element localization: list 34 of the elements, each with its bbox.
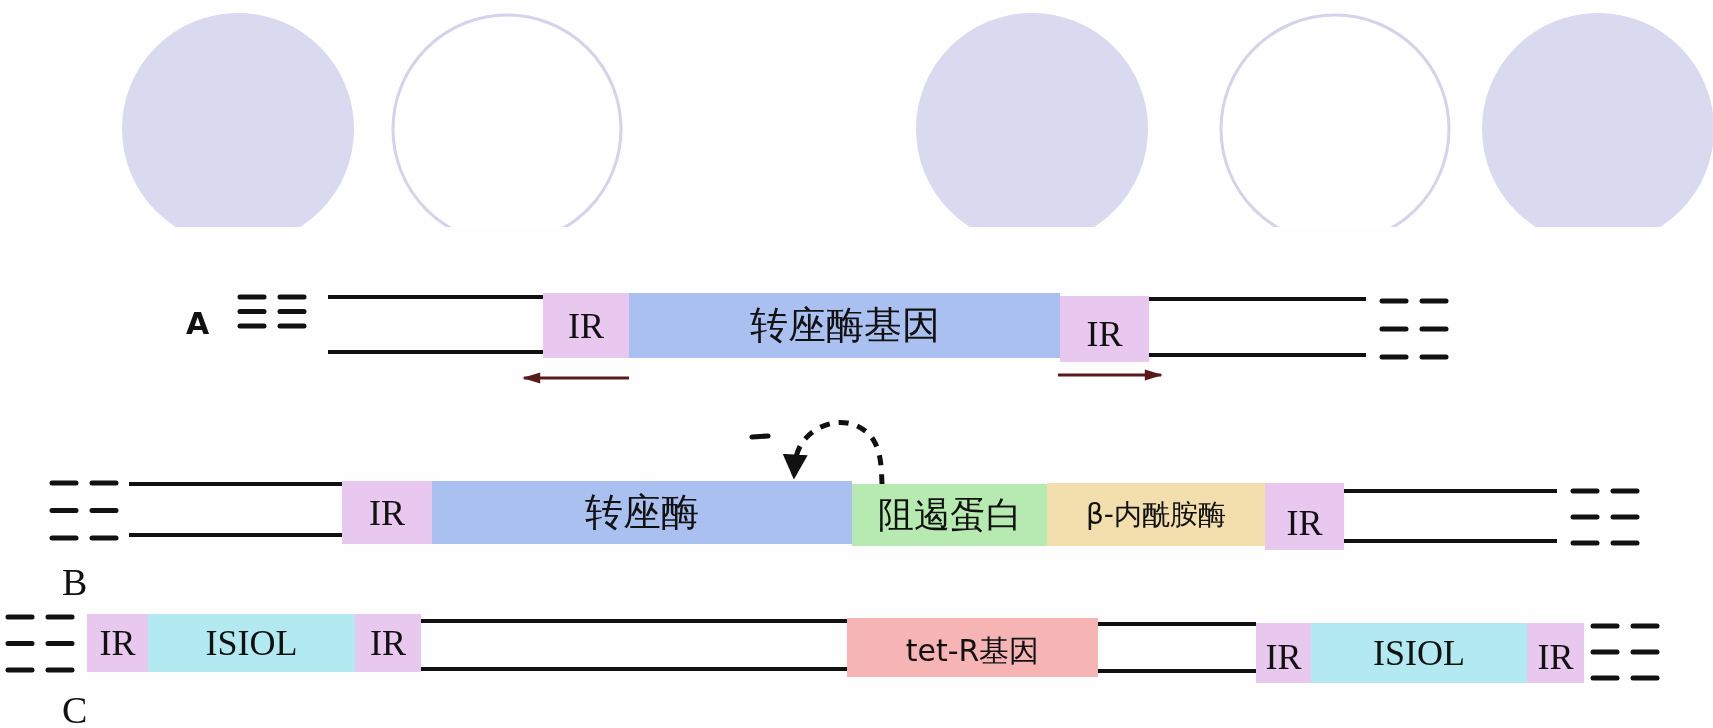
segment-label: ISIOL: [1373, 632, 1465, 674]
gene-segment: [432, 481, 852, 544]
segment-label: IR: [1086, 313, 1123, 355]
gene-segment: [629, 293, 1060, 358]
regulation-arrow: [782, 419, 885, 485]
gene-segment: [852, 484, 1047, 546]
gene-segment: [1311, 623, 1527, 683]
gene-segment: [1256, 623, 1311, 683]
gene-segment: [355, 614, 421, 672]
segment-label: IR: [1537, 636, 1574, 678]
segment-label: IR: [370, 622, 406, 664]
segment-label: 转座酶: [585, 489, 699, 536]
row-label: A: [186, 306, 210, 341]
gene-segment: [543, 293, 629, 358]
gene-segment: [87, 614, 148, 672]
gene-segment: [1265, 483, 1344, 550]
segment-label: IR: [1286, 501, 1323, 544]
segment-label: IR: [369, 491, 405, 534]
segment-label: IR: [99, 622, 136, 664]
row-label: B: [62, 560, 88, 604]
gene-segment: [1060, 296, 1149, 362]
segment-label: ISIOL: [205, 622, 298, 664]
segment-label: IR: [568, 304, 604, 347]
gene-segment: [342, 481, 432, 544]
gene-segment: [1527, 623, 1584, 683]
segment-label: IR: [1265, 636, 1302, 678]
row-label: C: [62, 688, 88, 728]
gene-segment: [847, 618, 1098, 677]
segment-label: β-内酰胺酶: [1086, 496, 1226, 533]
segment-label: tet-R基因: [905, 632, 1040, 670]
segment-label: 阻遏蛋白: [877, 492, 1022, 537]
gene-segment: [1047, 483, 1265, 546]
gene-segment: [148, 614, 355, 672]
segment-label: 转座酶基因: [749, 302, 940, 349]
